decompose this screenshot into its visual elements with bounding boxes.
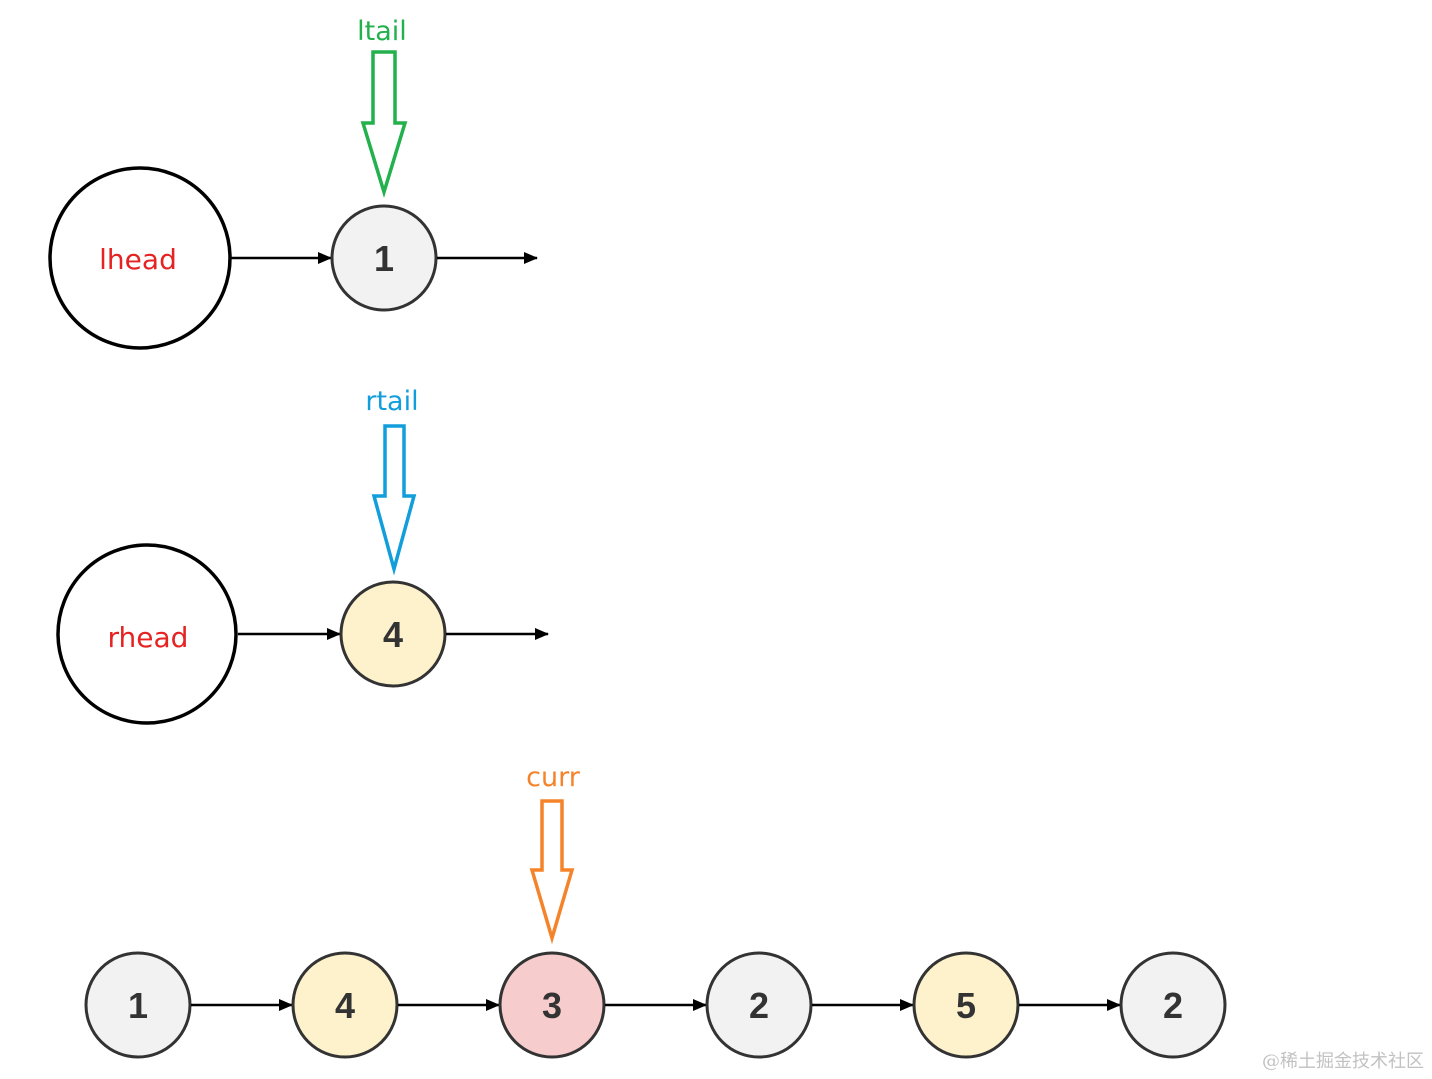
node-circle [84,951,192,1059]
node-value: 1 [128,985,148,1026]
list-node: 2 [705,951,813,1059]
curr-arrow-icon [529,799,575,945]
watermark: @稀土掘金技术社区 [1262,1051,1424,1072]
node-circle [339,580,447,688]
node-circle [912,951,1020,1059]
node-circle [330,204,438,312]
left-list: lhead 1 ltail [48,16,538,350]
list-node: 5 [912,951,1020,1059]
left-list-node: 1 [330,204,438,312]
node-value: 4 [383,614,403,655]
main-list-nodes: 1 4 3 2 5 2 [84,951,1227,1059]
node-circle [1119,951,1227,1059]
node-value: 3 [542,985,562,1026]
lhead-circle [48,166,232,350]
node-circle [705,951,813,1059]
rtail-arrow-icon [371,424,417,576]
lhead-label: lhead [99,243,177,276]
ltail-arrow-icon [360,50,408,199]
node-circle [291,951,399,1059]
node-value: 2 [749,985,769,1026]
node-value: 2 [1163,985,1183,1026]
right-list: rhead 4 rtail [56,386,549,725]
main-list: curr 1 4 3 2 5 2 [84,762,1227,1059]
rhead-label: rhead [108,621,189,654]
rhead-circle [56,543,238,725]
rtail-label: rtail [365,386,418,417]
curr-label: curr [526,762,581,793]
curr-pointer: curr [526,762,581,945]
node-value: 4 [335,985,355,1026]
rtail-pointer: rtail [365,386,419,576]
ltail-label: ltail [357,16,407,47]
right-list-node: 4 [339,580,447,688]
node-value: 1 [374,238,394,279]
node-value: 5 [956,985,976,1026]
list-node: 3 [498,951,606,1059]
list-node: 1 [84,951,192,1059]
list-node: 2 [1119,951,1227,1059]
ltail-pointer: ltail [357,16,408,199]
list-node: 4 [291,951,399,1059]
node-circle [498,951,606,1059]
